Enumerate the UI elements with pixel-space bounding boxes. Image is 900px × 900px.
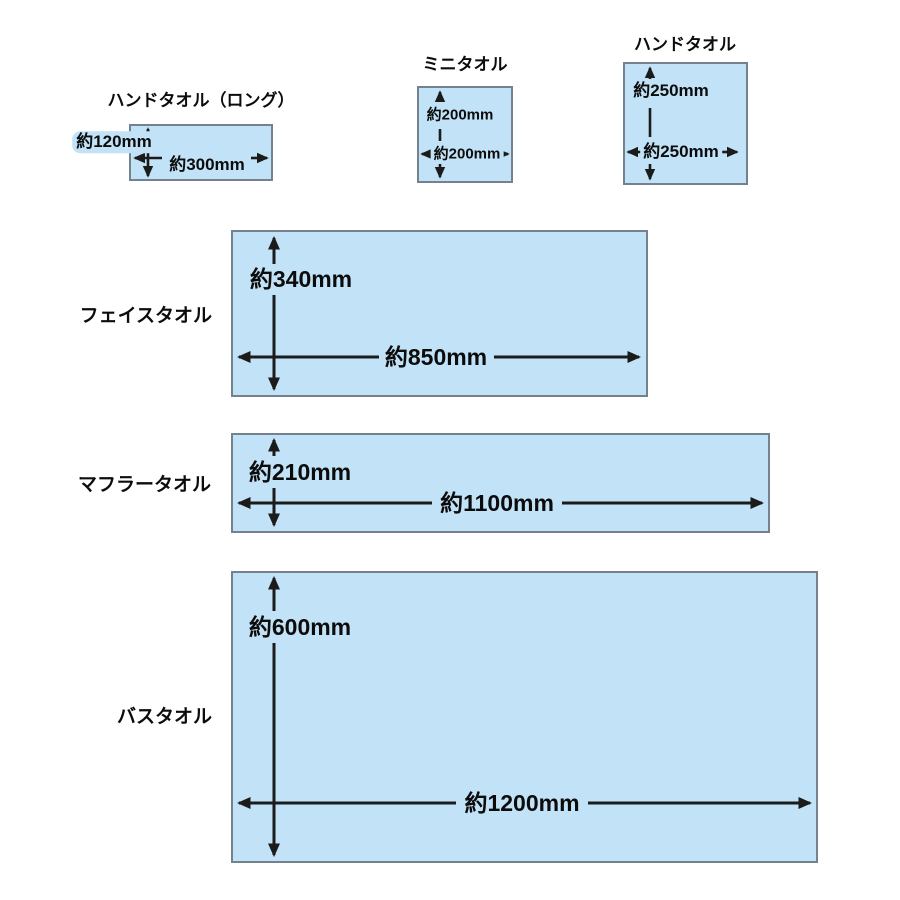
muffler-towel-title: マフラータオル <box>77 474 211 496</box>
mini-towel-rect <box>417 86 513 183</box>
mini-towel-title: ミニタオル <box>422 55 508 75</box>
hand-towel-long-title: ハンドタオル（ロング） <box>107 91 295 111</box>
muffler-towel-height-label: 約210mm <box>245 458 355 486</box>
hand-towel-height-label: 約250mm <box>630 81 712 101</box>
face-towel-rect <box>231 230 648 397</box>
bath-towel-height-label: 約600mm <box>245 613 355 641</box>
mini-towel-width-label: 約200mm <box>430 145 504 163</box>
hand-towel-long-height-label: 約120mm <box>72 131 156 153</box>
hand-towel-long-width-label: 約300mm <box>166 155 248 175</box>
hand-towel-title: ハンドタオル <box>634 35 736 55</box>
face-towel-title: フェイスタオル <box>79 305 212 327</box>
face-towel-width-label: 約850mm <box>381 343 491 371</box>
bath-towel-width-label: 約1200mm <box>461 789 583 817</box>
face-towel-height-label: 約340mm <box>246 265 356 293</box>
hand-towel-width-label: 約250mm <box>640 142 722 162</box>
bath-towel-title: バスタオル <box>116 706 212 728</box>
muffler-towel-width-label: 約1100mm <box>437 489 557 517</box>
mini-towel-height-label: 約200mm <box>423 106 497 124</box>
